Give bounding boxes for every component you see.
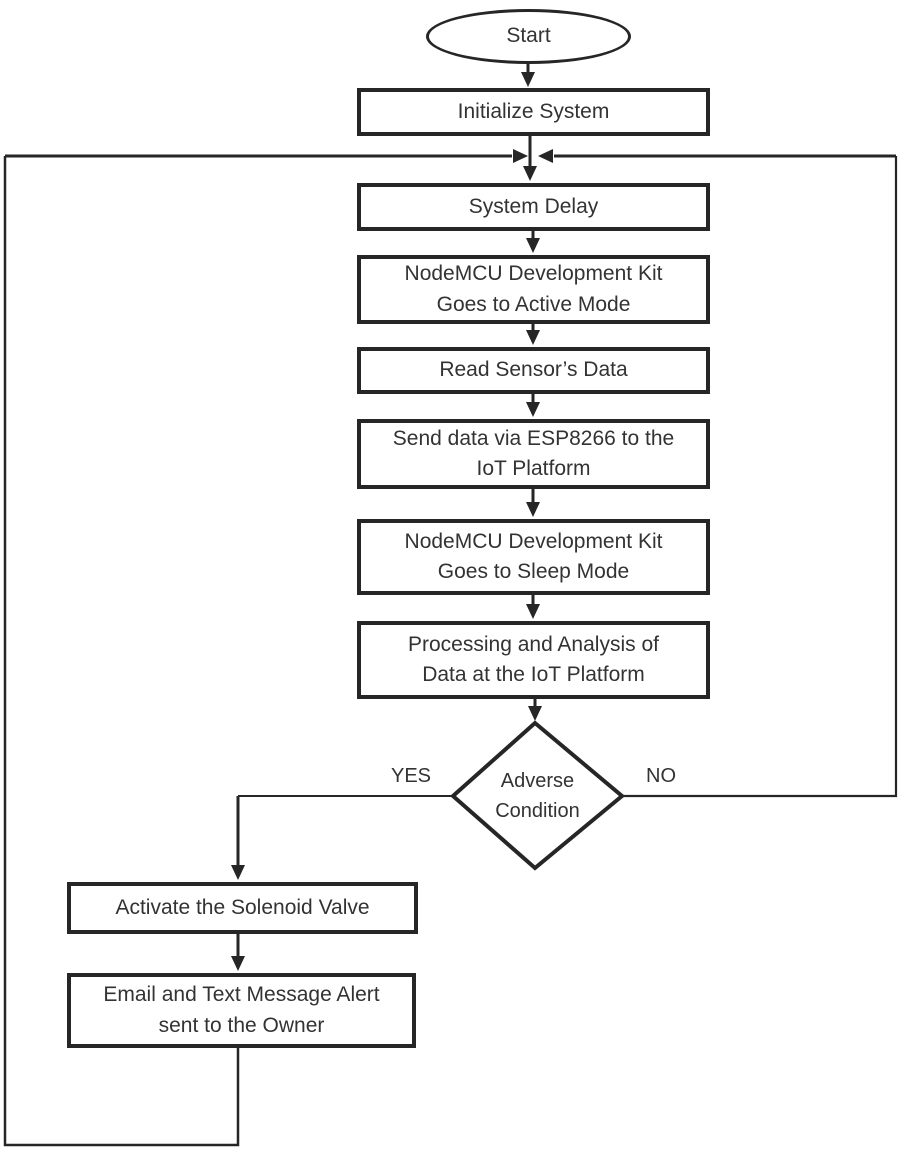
node-active-mode: NodeMCU Development Kit Goes to Active M… bbox=[357, 255, 710, 324]
node-system-delay: System Delay bbox=[357, 183, 710, 231]
node-start: Start bbox=[426, 9, 631, 64]
node-email-alert: Email and Text Message Alert sent to the… bbox=[67, 973, 416, 1048]
node-activate-valve: Activate the Solenoid Valve bbox=[67, 882, 418, 934]
node-initialize-system: Initialize System bbox=[357, 88, 710, 136]
edge-label-yes: YES bbox=[390, 765, 432, 787]
node-sleep-mode: NodeMCU Development Kit Goes to Sleep Mo… bbox=[357, 519, 710, 595]
edge-label-no: NO bbox=[646, 765, 676, 787]
node-adverse-condition: Adverse Condition bbox=[495, 769, 580, 822]
node-send-data: Send data via ESP8266 to the IoT Platfor… bbox=[357, 419, 710, 489]
node-read-sensor-data: Read Sensor’s Data bbox=[357, 347, 710, 394]
node-processing-analysis: Processing and Analysis of Data at the I… bbox=[357, 621, 710, 699]
